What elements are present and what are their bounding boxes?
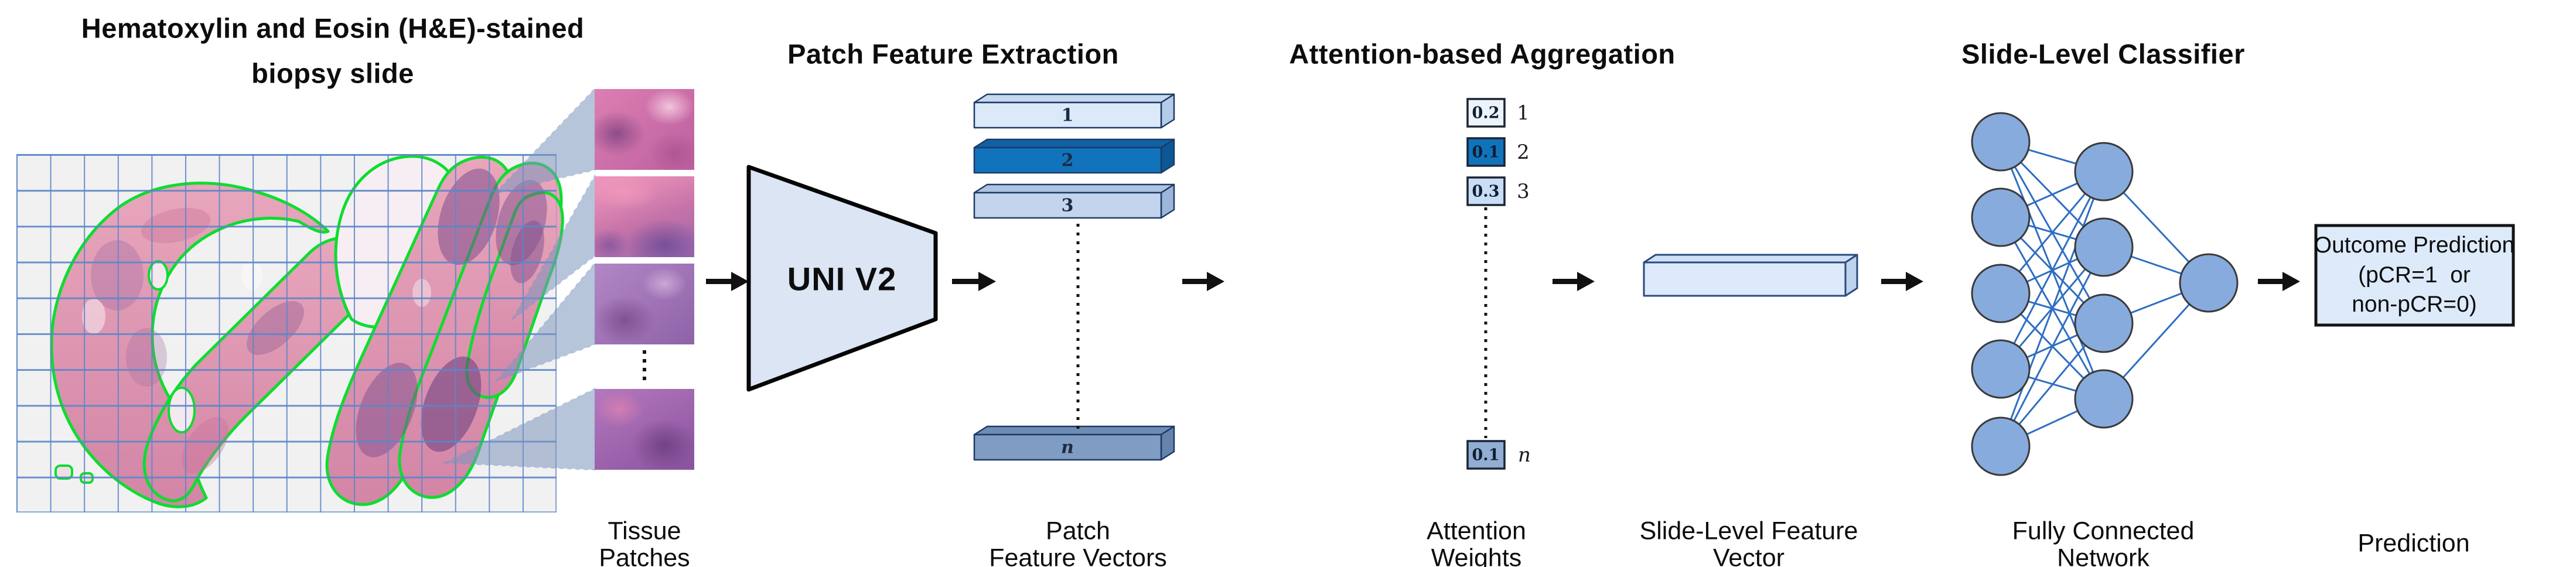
outcome-line3: non-pCR=0): [2352, 292, 2477, 317]
weight-value-2: 0.1: [1472, 143, 1500, 162]
vector-id-n: n: [1061, 437, 1074, 458]
tissue-patches-caption-line2: Patches: [599, 544, 690, 567]
tissue-patch-n: [595, 389, 694, 470]
arrow-right-icon: [1553, 272, 1595, 291]
hidden-node: [2074, 369, 2134, 429]
outcome-line2: (pCR=1 or: [2358, 262, 2471, 288]
input-node: [1971, 187, 2031, 247]
fcn-caption-line1: Fully Connected: [2012, 517, 2195, 545]
vector-id-3: 3: [1061, 195, 1074, 216]
weight-value-n: 0.1: [1472, 446, 1500, 464]
feature-vector-bar-2: [973, 138, 1175, 174]
zoom-wedges: [442, 87, 596, 471]
vector-id-2: 2: [1061, 150, 1074, 171]
attention-weights-caption-line2: Weights: [1431, 544, 1522, 567]
input-node: [1971, 264, 2031, 323]
vector-id-1: 1: [1061, 105, 1074, 126]
outcome-prediction-box: [2314, 224, 2515, 327]
extraction-title: Patch Feature Extraction: [787, 38, 1119, 70]
tissue-patch-3: [595, 264, 694, 344]
encoder-label: UNI V2: [787, 260, 897, 298]
patch-vectors-caption-line2: Feature Vectors: [989, 544, 1167, 567]
prediction-caption: Prediction: [2357, 529, 2470, 558]
weight-box-2: [1466, 137, 1506, 167]
slide-title-line1: Hematoxylin and Eosin (H&E)-stained: [81, 12, 585, 44]
weight-index-2: 2: [1517, 141, 1530, 164]
flow-arrows: [706, 272, 2300, 291]
input-node: [1971, 339, 2031, 399]
weight-box-n: [1466, 440, 1506, 470]
tissue-patch-2: [595, 176, 694, 257]
hidden-node: [2074, 293, 2134, 353]
arrow-right-icon: [952, 272, 996, 291]
weight-index-1: 1: [1517, 101, 1530, 125]
slide-title-line2: biopsy slide: [251, 57, 414, 89]
network-edges: [2000, 141, 2210, 448]
encoder-trapezoid: [746, 165, 938, 392]
attention-weights-caption-line1: Attention: [1427, 517, 1526, 545]
fully-connected-network: [1971, 112, 2239, 476]
arrow-right-icon: [1881, 272, 1923, 291]
tissue-patches-caption-line1: Tissue: [608, 517, 681, 545]
arrow-right-icon: [2258, 272, 2300, 291]
hidden-node: [2074, 142, 2134, 201]
attention-title: Attention-based Aggregation: [1289, 38, 1676, 70]
tissue-patch-1: [595, 89, 694, 170]
weight-index-3: 3: [1517, 180, 1530, 203]
input-node: [1971, 112, 2031, 172]
slide-vector-caption-line1: Slide-Level Feature: [1639, 517, 1858, 545]
hidden-node: [2074, 217, 2134, 277]
outcome-line1: Outcome Prediction: [2314, 232, 2515, 258]
feature-vector-bar-n: [973, 425, 1175, 461]
weight-box-1: [1466, 98, 1506, 128]
outcome-prediction-text: Outcome Prediction (pCR=1 or non-pCR=0): [2314, 231, 2515, 320]
weight-index-n: n: [1518, 443, 1531, 467]
attention-weights: [1466, 98, 1506, 470]
output-node: [2179, 253, 2239, 313]
weight-value-3: 0.3: [1472, 182, 1500, 201]
fcn-caption-line2: Network: [2057, 544, 2149, 567]
arrow-right-icon: [1182, 272, 1224, 291]
patch-vectors-caption-line1: Patch: [1046, 517, 1110, 545]
weight-box-3: [1466, 176, 1506, 206]
feature-vector-bar-3: [973, 183, 1175, 219]
arrow-right-icon: [706, 272, 749, 291]
feature-vector-bar-1: [973, 93, 1175, 129]
classifier-title: Slide-Level Classifier: [1961, 38, 2245, 70]
patch-feature-vectors: [973, 93, 1175, 461]
slide-level-vector: [1643, 254, 1858, 297]
input-node: [1971, 416, 2031, 476]
weight-value-1: 0.2: [1472, 104, 1500, 122]
network-nodes: [1971, 112, 2239, 476]
slide-vector-caption-line2: Vector: [1713, 544, 1785, 567]
